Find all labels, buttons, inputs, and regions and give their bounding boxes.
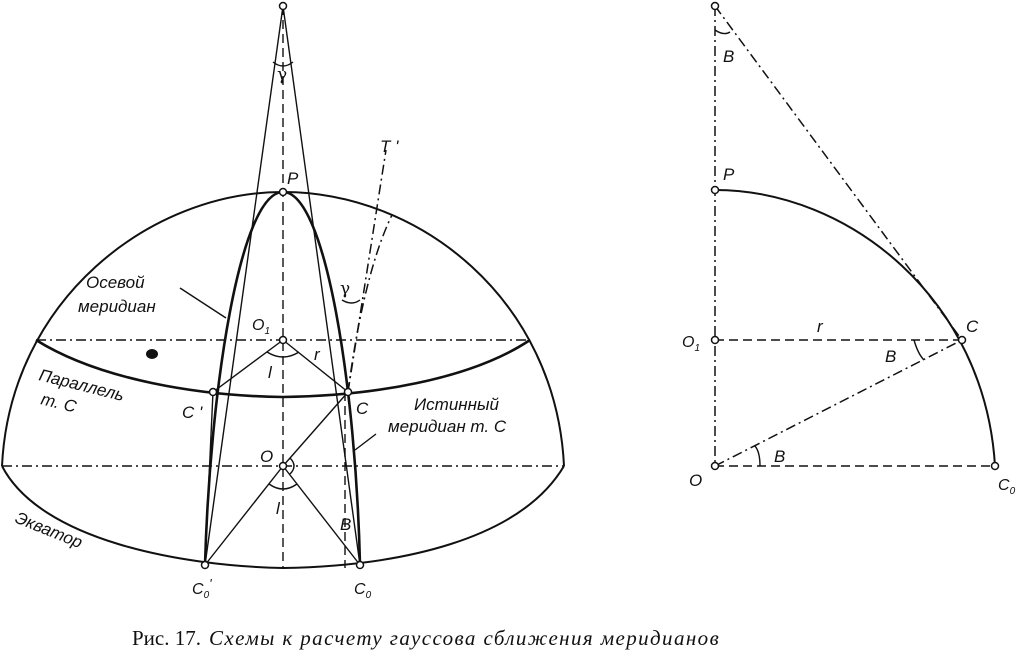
label-T-prime: T ' — [380, 137, 399, 156]
point-C0-prime — [200, 560, 210, 570]
right-point-P — [710, 185, 720, 195]
apex-point — [278, 1, 288, 11]
right-o-angle-arc — [754, 445, 761, 467]
label-O1-main: O — [252, 317, 264, 334]
right-label-P: P — [723, 165, 735, 184]
true-meridian-leader — [354, 433, 377, 451]
cone-line-left — [204, 5, 284, 566]
axial-meridian-leader — [179, 287, 227, 319]
label-C0-prime-main: C — [192, 581, 204, 598]
label-parallel-2: т. С — [39, 389, 79, 416]
right-label-B-bottom: B — [774, 447, 785, 466]
right-label-B-top: B — [723, 47, 734, 66]
right-quarter-arc — [714, 189, 996, 467]
right-c-angle-arc — [913, 339, 925, 361]
cone-line-right — [282, 5, 361, 566]
o-c0prime-line — [204, 465, 284, 566]
o1-cprime-line — [212, 339, 284, 393]
label-r: r — [314, 345, 321, 364]
label-O1: O1 — [252, 317, 270, 337]
label-P: P — [287, 169, 299, 188]
right-label-r: r — [817, 317, 824, 336]
right-label-B-mid: B — [885, 347, 896, 366]
right-o-c-line — [714, 339, 963, 467]
right-apex-point — [710, 1, 720, 11]
right-diagram: B P O1 r C B O B C0 — [682, 1, 1016, 497]
apex-angle-arc — [272, 61, 294, 67]
label-O1-sub: 1 — [264, 326, 270, 337]
tangent-line — [347, 149, 387, 393]
point-P — [278, 187, 288, 197]
point-C — [343, 387, 353, 397]
o-c0-line — [282, 465, 361, 566]
label-axial-meridian-1: Осевой — [86, 273, 145, 292]
l-angle-arc-lower — [268, 483, 298, 490]
cprime-c0prime-line — [204, 391, 214, 566]
right-top-angle-arc — [714, 29, 731, 35]
label-B: B — [340, 515, 351, 534]
right-point-O1 — [710, 335, 720, 345]
label-C0-prime-sub: 0 — [204, 590, 210, 601]
figure-caption: Рис. 17. Схемы к расчету гауссова сближен… — [132, 626, 720, 650]
label-C0-sub: 0 — [366, 590, 372, 601]
label-l-upper: l — [268, 363, 273, 382]
caption: Рис. 17. Схемы к расчету гауссова сближен… — [132, 626, 720, 650]
point-C0 — [355, 560, 365, 570]
label-true-meridian-2: меридиан т. С — [388, 417, 507, 436]
label-C0-main: C — [354, 581, 366, 598]
right-label-O1-main: O — [682, 334, 694, 351]
right-tangent-line — [714, 5, 963, 341]
label-gamma-top: γ — [277, 65, 287, 85]
point-O — [278, 461, 288, 471]
label-C-prime: C ' — [182, 403, 203, 422]
o1-c-line — [282, 339, 349, 393]
label-O: O — [260, 447, 273, 466]
right-label-O1-sub: 1 — [694, 343, 700, 354]
label-C0-prime-mark: ' — [209, 576, 212, 591]
right-point-C — [957, 335, 967, 345]
label-gamma-mid: γ — [340, 279, 350, 299]
parallel-arc — [35, 338, 531, 399]
right-label-C0: C0 — [998, 477, 1016, 497]
caption-title: Схемы к расчету гауссова сближения мерид… — [209, 626, 720, 650]
right-point-C0 — [990, 461, 1000, 471]
caption-prefix: Рис. 17. — [132, 626, 201, 650]
label-true-meridian-1: Истинный — [414, 395, 499, 414]
label-l-lower: l — [276, 499, 281, 518]
right-label-O1: O1 — [682, 334, 700, 354]
point-C-prime — [208, 387, 218, 397]
right-label-O: O — [689, 471, 702, 490]
true-meridian-dashed — [347, 214, 393, 393]
right-point-O — [710, 461, 720, 471]
right-label-C0-main: C — [998, 477, 1010, 494]
label-C0: C0 — [354, 581, 372, 601]
o-c-line — [282, 391, 349, 467]
right-label-C: C — [966, 317, 979, 336]
left-diagram: γ P T ' γ Осевой меридиан O1 r l Паралле… — [1, 1, 565, 601]
point-O1 — [278, 335, 288, 345]
l-angle-arc-upper — [266, 351, 300, 358]
label-C: C — [356, 399, 369, 418]
gamma-angle-arc — [341, 299, 361, 304]
label-axial-meridian-2: меридиан — [78, 297, 156, 316]
ink-blot — [146, 349, 158, 359]
right-label-C0-sub: 0 — [1010, 486, 1016, 497]
o-right-angle-arc — [289, 457, 295, 475]
label-C0-prime: C0' — [192, 576, 212, 601]
